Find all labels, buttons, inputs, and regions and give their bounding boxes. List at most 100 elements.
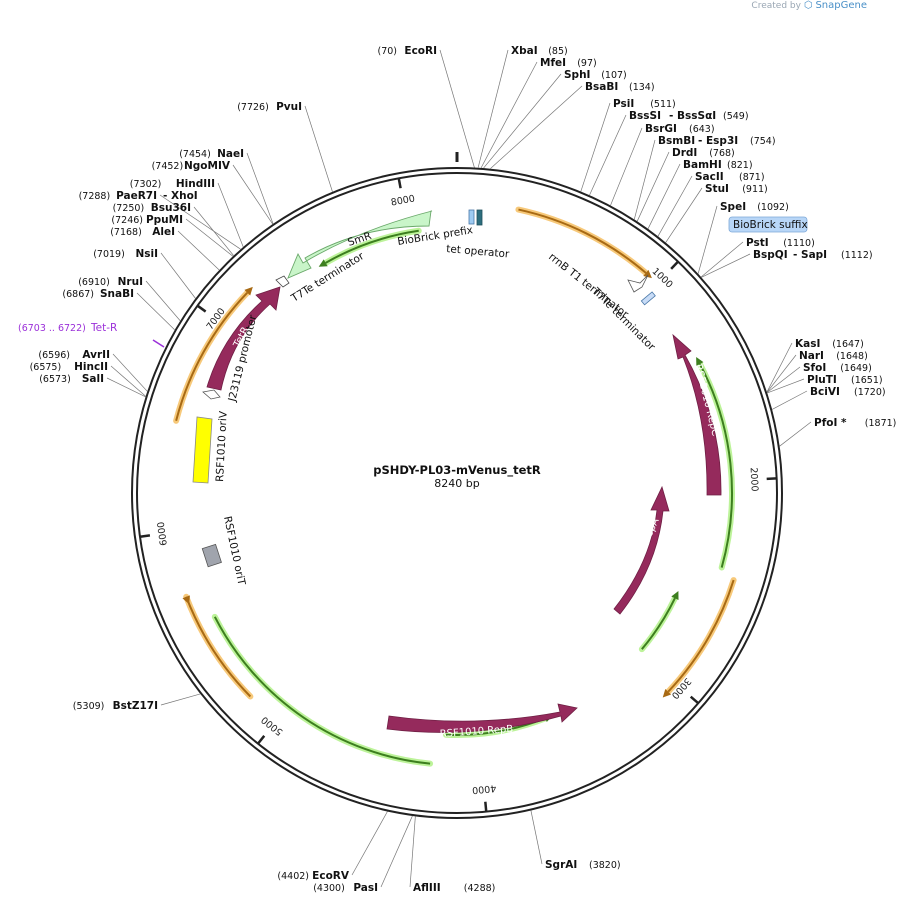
site-position: (1651) bbox=[851, 375, 883, 386]
site-label: KasI(1647) bbox=[795, 338, 864, 350]
misc-arc-3 bbox=[641, 597, 676, 650]
site-position: (7250) bbox=[113, 203, 145, 214]
orit-label: RSF1010 oriT bbox=[221, 515, 247, 587]
scale-tick-label: 8000 bbox=[390, 193, 416, 208]
site-leader bbox=[697, 205, 718, 274]
site-leader bbox=[439, 49, 475, 168]
site-label: BciVI(1720) bbox=[810, 386, 886, 398]
site-position: (3820) bbox=[589, 860, 621, 871]
site-label: BsrGI(643) bbox=[645, 123, 715, 135]
site-name: NruI bbox=[118, 276, 143, 288]
site-position: (107) bbox=[601, 70, 627, 81]
site-name: MfeI bbox=[540, 57, 566, 69]
orf-arc-3-glow bbox=[183, 593, 254, 700]
site-name: PasI bbox=[353, 882, 378, 894]
site-leader bbox=[657, 175, 693, 237]
site-leader bbox=[106, 377, 146, 398]
site-position: (6573) bbox=[39, 374, 71, 385]
site-position: (85) bbox=[548, 46, 568, 57]
site-name: PluTI bbox=[807, 374, 837, 386]
site-position: (6910) bbox=[78, 277, 110, 288]
site-leader bbox=[589, 114, 627, 196]
scale-tick bbox=[257, 735, 266, 745]
site-label: SalI (6573) bbox=[39, 373, 104, 385]
site-name: NgoMIV bbox=[184, 160, 231, 172]
site-position: (7726) bbox=[237, 102, 269, 113]
site-label: SpeI(1092) bbox=[720, 201, 789, 213]
site-leader bbox=[246, 152, 274, 224]
site-label: NarI(1648) bbox=[799, 350, 868, 362]
scale-tick bbox=[196, 304, 207, 313]
site-leader bbox=[480, 61, 538, 169]
site-position: (7452) bbox=[152, 161, 184, 172]
site-position: (871) bbox=[739, 172, 765, 183]
site-leader bbox=[160, 693, 201, 706]
site-position: (7288) bbox=[79, 191, 111, 202]
site-label: AleI(7168) bbox=[110, 226, 175, 238]
tetr-arrow bbox=[206, 286, 281, 391]
site-name: SacII bbox=[695, 171, 724, 183]
t7te-right-label: T7Te terminator bbox=[589, 285, 658, 354]
map-title: pSHDY-PL03-mVenus_tetR bbox=[373, 463, 541, 478]
site-alias: - SapI bbox=[793, 249, 827, 261]
site-position: (4300) bbox=[313, 883, 345, 894]
site-label: AflIII (4288) bbox=[413, 882, 495, 894]
site-label: MfeI(97) bbox=[540, 57, 597, 69]
site-name: SnaBI bbox=[100, 288, 134, 300]
site-leader bbox=[779, 421, 812, 447]
site-label: PvuI(7726) bbox=[237, 101, 302, 113]
site-label: NsiI(7019) bbox=[93, 248, 158, 260]
site-name: NaeI bbox=[217, 148, 244, 160]
site-position: (1649) bbox=[840, 363, 872, 374]
site-leader bbox=[380, 815, 413, 888]
site-leader bbox=[159, 194, 241, 250]
site-position: (7246) bbox=[111, 215, 143, 226]
scale-tick bbox=[484, 801, 488, 812]
site-name: AflIII bbox=[413, 882, 441, 894]
site-label: NruI (6910) bbox=[78, 276, 143, 288]
site-name: SalI bbox=[82, 373, 104, 385]
restriction-site-labels: EcoRI(70)XbaI(85)MfeI(97)SphI(107)BsaBI(… bbox=[30, 45, 897, 894]
scale-tick-label: 5000 bbox=[259, 714, 285, 738]
tet-r-primer-mark bbox=[152, 339, 165, 348]
repa-arrow bbox=[613, 485, 670, 615]
site-position: (4288) bbox=[464, 883, 496, 894]
site-name: SphI bbox=[564, 69, 590, 81]
site-label: BstZ17I(5309) bbox=[73, 700, 158, 712]
site-label: PfoI *(1871) bbox=[814, 417, 896, 429]
biobrick-suffix-label: BioBrick suffix bbox=[728, 216, 808, 233]
site-name: SgrAI bbox=[545, 859, 577, 871]
site-name: HindIII bbox=[176, 178, 215, 190]
site-position: (821) bbox=[727, 160, 753, 171]
site-leader bbox=[112, 353, 148, 392]
site-label: EcoRI(70) bbox=[377, 45, 437, 57]
site-position: (6867) bbox=[62, 289, 94, 300]
site-label: PasI (4300) bbox=[313, 882, 378, 894]
site-leader bbox=[160, 252, 196, 299]
site-position: (1092) bbox=[757, 202, 789, 213]
site-name: BsrGI bbox=[645, 123, 677, 135]
site-name: PpuMI bbox=[146, 214, 183, 226]
site-name: BsmBI bbox=[658, 135, 695, 147]
site-leader bbox=[304, 105, 333, 192]
site-leader bbox=[766, 354, 797, 393]
site-label: HindIII(7302) bbox=[130, 178, 215, 190]
site-position: (4402) bbox=[277, 871, 309, 882]
site-label: PsiI(511) bbox=[613, 98, 676, 110]
scale-tick bbox=[670, 260, 679, 270]
site-alias: - BssSαI bbox=[669, 110, 716, 122]
site-name: BciVI bbox=[810, 386, 840, 398]
repc-arrow bbox=[672, 333, 722, 496]
site-position: (6596) bbox=[38, 350, 70, 361]
svg-text:Tet-R: Tet-R bbox=[90, 322, 117, 334]
restriction-site-leaders bbox=[106, 49, 812, 888]
snapgene-logo-icon: ⬡ bbox=[803, 0, 813, 11]
misc-arc-1-head bbox=[318, 259, 328, 267]
svg-text:BioBrick suffix: BioBrick suffix bbox=[733, 219, 808, 231]
site-name: AvrII bbox=[82, 349, 110, 361]
scale-tick-label: 2000 bbox=[748, 467, 760, 492]
site-position: (1648) bbox=[836, 351, 868, 362]
site-name: NsiI bbox=[135, 248, 158, 260]
